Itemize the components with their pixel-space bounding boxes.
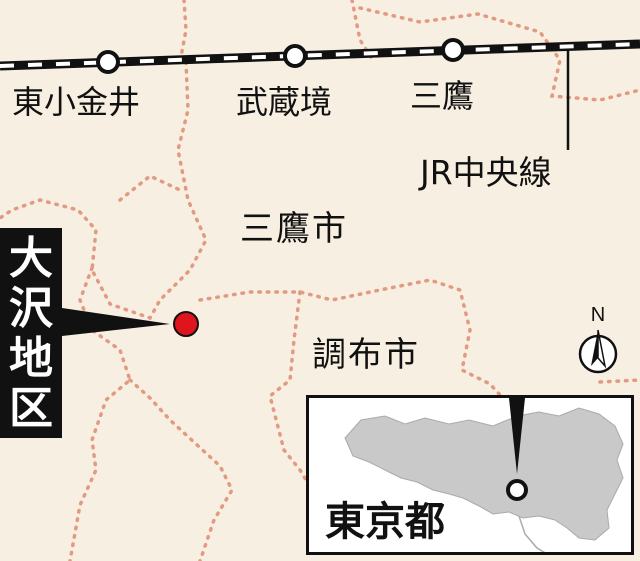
area-label-text: 大沢地区 bbox=[9, 233, 53, 434]
jr-chuo-line bbox=[0, 39, 640, 71]
inset-map: 東京都 bbox=[306, 395, 634, 555]
boundary-line bbox=[358, 6, 640, 102]
inset-location-marker bbox=[506, 479, 528, 501]
station-label-mitaka: 三鷹 bbox=[410, 77, 475, 115]
boundary-line bbox=[118, 173, 182, 202]
boundary-line bbox=[178, 0, 188, 64]
station-markers bbox=[96, 38, 465, 74]
city-label-chofu: 調布市 bbox=[312, 335, 420, 375]
location-marker-icon bbox=[173, 311, 199, 337]
area-label: 大沢地区 bbox=[0, 228, 62, 438]
station-label-higashi-koganei: 東小金井 bbox=[12, 83, 141, 121]
compass-label: N bbox=[590, 304, 606, 326]
rail-line-label: JR中央線 bbox=[420, 153, 552, 192]
station-marker-musashisakai bbox=[283, 44, 307, 68]
boundary-line bbox=[128, 378, 234, 561]
boundary-line bbox=[598, 378, 640, 384]
north-arrow-icon: N bbox=[574, 304, 622, 378]
boundary-line bbox=[0, 60, 208, 321]
station-marker-mitaka bbox=[441, 38, 465, 62]
boundary-line bbox=[268, 290, 308, 482]
inset-tokyo-shape bbox=[344, 398, 624, 552]
area-pointer bbox=[62, 308, 170, 336]
station-marker-higashi-koganei bbox=[96, 50, 120, 74]
inset-title: 東京都 bbox=[321, 502, 449, 542]
city-label-mitaka: 三鷹市 bbox=[240, 209, 348, 249]
boundary-line bbox=[198, 278, 502, 397]
station-label-musashisakai: 武蔵境 bbox=[236, 83, 333, 121]
